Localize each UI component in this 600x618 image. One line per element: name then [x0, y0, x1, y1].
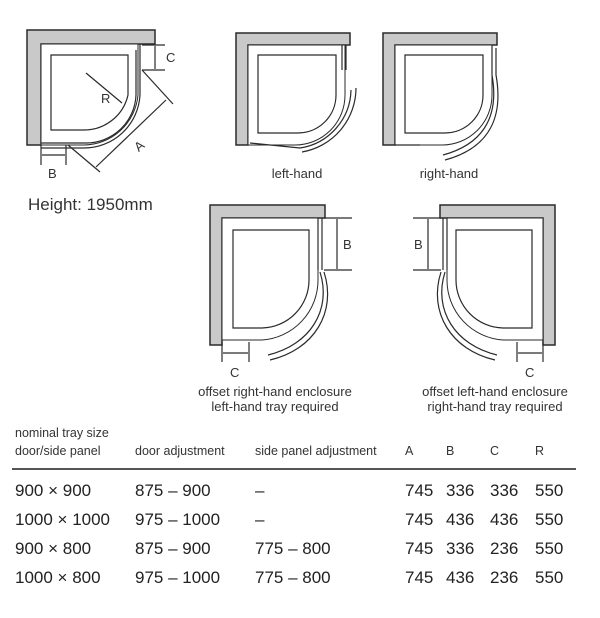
dim-label-a: A	[131, 137, 148, 154]
header-nominal-tray-size: nominal tray size	[15, 426, 109, 440]
col-r: R	[532, 444, 576, 470]
cell: 745	[405, 480, 434, 500]
table-row: 1000 × 800 975 – 1000 775 – 800 745 436 236 55…	[12, 563, 576, 592]
offset-right-caption-1: offset right-hand enclosure	[198, 384, 352, 399]
dimensions-table: nominal tray size door/side panel door a…	[12, 426, 576, 592]
dim-label-b: B	[48, 166, 57, 181]
height-text: Height: 1950mm	[28, 195, 153, 214]
cell: 745	[405, 567, 434, 587]
cell: 975 – 1000	[135, 509, 221, 529]
dim-label-r: R	[101, 91, 110, 106]
offset-left-dim-b: B	[414, 237, 423, 252]
cell: –	[255, 509, 265, 529]
left-hand-diagram: left-hand	[235, 32, 357, 181]
cell: 745	[405, 538, 434, 558]
cell: 1000 × 800	[15, 567, 101, 587]
right-hand-diagram: right-hand	[382, 32, 499, 181]
cell: 236	[490, 567, 519, 587]
offset-right-hand-diagram: B C offset right-hand enclosure left-han…	[198, 204, 352, 414]
cell: 436	[446, 509, 475, 529]
col-side-panel-adjustment: side panel adjustment	[252, 444, 402, 470]
col-door-adjustment: door adjustment	[132, 444, 252, 470]
col-a: A	[402, 444, 443, 470]
offset-left-caption-2: right-hand tray required	[427, 399, 562, 414]
offset-right-caption-2: left-hand tray required	[211, 399, 338, 414]
main-dimension-diagram: C R A B Height: 1950mm	[26, 29, 175, 214]
cell: 550	[535, 538, 564, 558]
cell: 550	[535, 567, 564, 587]
cell: 336	[490, 480, 519, 500]
cell: 436	[490, 509, 519, 529]
cell: 775 – 800	[255, 538, 331, 558]
cell: –	[255, 480, 265, 500]
caption-left-hand: left-hand	[272, 166, 323, 181]
table-row: 900 × 800 875 – 900 775 – 800 745 336 236 550	[12, 534, 576, 563]
cell: 900 × 900	[15, 480, 92, 500]
cell: 236	[490, 538, 519, 558]
col-b: B	[443, 444, 487, 470]
cell: 975 – 1000	[135, 567, 221, 587]
offset-right-dim-b: B	[343, 237, 352, 252]
enclosure-diagrams: C R A B Height: 1950mm left-hand right-h…	[26, 29, 568, 414]
cell: 1000 × 1000	[15, 509, 111, 529]
cell: 436	[446, 567, 475, 587]
cell: 875 – 900	[135, 480, 211, 500]
cell: 775 – 800	[255, 567, 331, 587]
caption-right-hand: right-hand	[420, 166, 479, 181]
cell: 550	[535, 509, 564, 529]
offset-right-dim-c: C	[230, 365, 239, 380]
table-row: 1000 × 1000 975 – 1000 – 745 436 436 550	[12, 505, 576, 534]
table-row: 900 × 900 875 – 900 – 745 336 336 550	[12, 469, 576, 505]
cell: 900 × 800	[15, 538, 92, 558]
cell: 336	[446, 480, 475, 500]
dim-label-c: C	[166, 50, 175, 65]
offset-left-caption-1: offset left-hand enclosure	[422, 384, 568, 399]
cell: 875 – 900	[135, 538, 211, 558]
col-c: C	[487, 444, 532, 470]
cell: 745	[405, 509, 434, 529]
offset-left-hand-diagram: B C offset left-hand enclosure right-han…	[413, 204, 568, 414]
offset-left-dim-c: C	[525, 365, 534, 380]
cell: 336	[446, 538, 475, 558]
cell: 550	[535, 480, 564, 500]
table-header-row: door/side panel door adjustment side pan…	[12, 444, 576, 470]
col-door-side-panel: door/side panel	[12, 444, 132, 470]
